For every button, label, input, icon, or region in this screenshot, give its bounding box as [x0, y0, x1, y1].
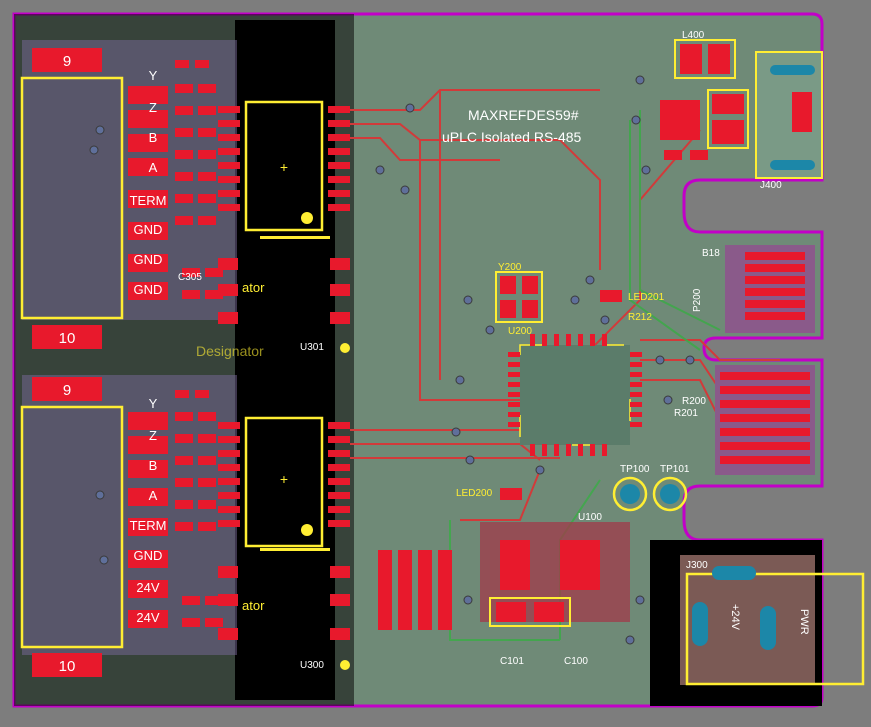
power-connector[interactable] [685, 566, 865, 686]
testpoint-tp100[interactable] [612, 476, 648, 512]
y200-label: Y200 [498, 262, 522, 273]
power-top-right [660, 39, 749, 160]
p200-label: P200 [692, 288, 703, 312]
connector-pads-upper [128, 86, 168, 300]
led200-label: LED200 [456, 488, 493, 499]
u-upper-label: U301 [300, 342, 324, 353]
sig-l-2: B [149, 458, 158, 473]
led200-pad [500, 488, 522, 500]
led201-pad [600, 290, 622, 302]
sig-u-2: B [149, 130, 158, 145]
board-title: MAXREFDES59# [468, 107, 579, 123]
ic-pins [218, 106, 350, 640]
vias [89, 75, 695, 645]
led201-label: LED201 [628, 292, 665, 303]
testpoint-tp101[interactable] [652, 476, 688, 512]
l400-label: L400 [682, 30, 705, 41]
c101-label: C101 [500, 656, 524, 667]
ic-lower[interactable]: + [244, 416, 324, 548]
r212-label: R212 [628, 312, 652, 323]
sig-u-5: GND [134, 222, 163, 237]
passives-lower [175, 390, 223, 627]
designator-upper: Designator [196, 343, 264, 359]
u200-label: U200 [508, 326, 532, 337]
ic-upper[interactable]: + [244, 100, 324, 232]
signal-labels-lower: Y Z B A TERM GND 24V 24V [130, 396, 167, 625]
crystal-y200 [495, 271, 543, 323]
tp101-label: TP101 [660, 464, 690, 475]
passives-upper [175, 60, 223, 299]
sig-l-7: 24V [136, 610, 159, 625]
usb-connector[interactable] [755, 51, 823, 179]
sig-l-6: 24V [136, 580, 159, 595]
connector-p200[interactable] [715, 245, 815, 475]
board-subtitle: uPLC Isolated RS-485 [442, 129, 582, 145]
sig-l-5: GND [134, 548, 163, 563]
pin-bottom-lower: 10 [59, 658, 76, 675]
c305-label: C305 [178, 272, 202, 283]
mcu-u200[interactable] [508, 334, 642, 456]
r201-label: R201 [674, 408, 698, 419]
pin-label-group: 9 10 9 10 [32, 48, 102, 677]
c100-label: C100 [564, 656, 588, 667]
r200-label: R200 [682, 396, 706, 407]
yellow-markers [260, 236, 350, 670]
sig-u-7: GND [134, 282, 163, 297]
u100-label: U100 [578, 512, 602, 523]
pin-bottom-upper: 10 [59, 330, 76, 347]
sig-u-6: GND [134, 252, 163, 267]
sig-u-4: TERM [130, 193, 167, 208]
pin-top-lower: 9 [63, 382, 71, 399]
sig-l-4: TERM [130, 518, 167, 533]
pwr-label: PWR [798, 609, 810, 635]
plus24v-label: +24V [729, 604, 741, 631]
pin-top-upper: 9 [63, 53, 71, 70]
u-lower-label: U300 [300, 660, 324, 671]
j400-label: J400 [760, 180, 782, 191]
sig-l-1: Z [149, 428, 157, 443]
connector-pads-lower [128, 412, 168, 628]
sig-u-0: Y [149, 68, 158, 83]
b18-label: B18 [702, 248, 720, 259]
resistor-array [378, 550, 452, 630]
svg-text:+: + [280, 159, 288, 175]
connector-outline-upper [20, 76, 124, 320]
svg-text:+: + [280, 471, 288, 487]
j300-label: J300 [686, 560, 708, 571]
signal-labels-upper: Y Z B A TERM GND GND GND [130, 68, 167, 297]
power-ic-u100[interactable] [480, 522, 630, 627]
ator-upper: ator [242, 280, 265, 295]
sig-l-0: Y [149, 396, 158, 411]
sig-l-3: A [149, 488, 158, 503]
connector-outline-lower [20, 405, 124, 649]
ator-lower: ator [242, 598, 265, 613]
sig-u-3: A [149, 160, 158, 175]
sig-u-1: Z [149, 100, 157, 115]
tp100-label: TP100 [620, 464, 650, 475]
